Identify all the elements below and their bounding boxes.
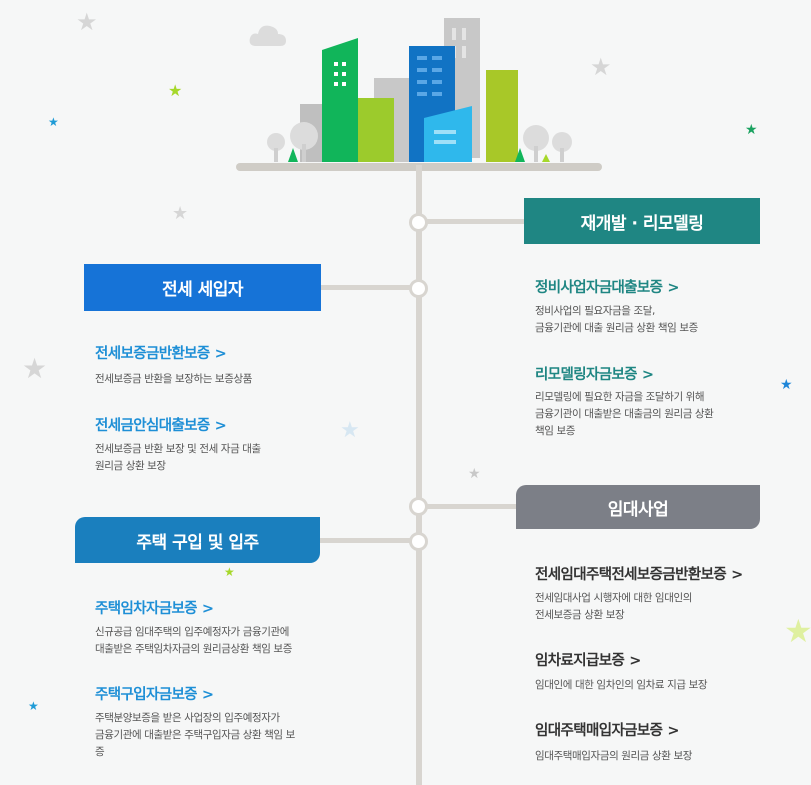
link-rental-housing-deposit-return[interactable]: 전세임대주택전세보증금반환보증> bbox=[535, 563, 743, 584]
star-icon: ★ bbox=[172, 203, 189, 224]
category-jeonse-tenant: 전세 세입자 bbox=[84, 264, 321, 311]
item-description: 임대인에 대한 임차인의 임차료 지급 보장 bbox=[535, 679, 708, 691]
chevron-right-icon: > bbox=[667, 280, 679, 296]
item-description: 신규공급 임대주택의 입주예정자가 금융기관에 대출받은 주택임차자금의 원리금… bbox=[95, 626, 292, 655]
star-icon: ★ bbox=[28, 699, 39, 713]
chevron-right-icon: > bbox=[201, 687, 214, 703]
star-icon: ★ bbox=[468, 466, 481, 482]
item-description: 리모델링에 필요한 자금을 조달하기 위해 금융기관이 대출받은 대출금의 원리… bbox=[535, 391, 714, 437]
star-icon: ★ bbox=[590, 53, 612, 81]
timeline-node bbox=[409, 497, 428, 516]
link-rental-housing-purchase-guarantee[interactable]: 임대주택매입자금보증> bbox=[535, 719, 680, 740]
timeline-node bbox=[409, 213, 428, 232]
link-redevelopment-loan-guarantee[interactable]: 정비사업자금대출보증> bbox=[535, 276, 680, 297]
category-house-purchase: 주택 구입 및 입주 bbox=[75, 517, 320, 563]
link-label: 정비사업자금대출보증 bbox=[535, 280, 663, 296]
link-label: 리모델링자금보증 bbox=[535, 367, 638, 383]
link-house-rent-loan-guarantee[interactable]: 주택임차자금보증> bbox=[95, 597, 214, 618]
star-icon: ★ bbox=[22, 352, 48, 385]
city-illustration bbox=[267, 18, 572, 162]
item-description: 전세보증금 반환을 보장하는 보증상품 bbox=[95, 373, 252, 385]
star-icon: ★ bbox=[168, 81, 183, 100]
star-icon: ★ bbox=[224, 565, 235, 579]
timeline-line bbox=[416, 165, 422, 785]
link-jeonse-deposit-return-guarantee[interactable]: 전세보증금반환보증> bbox=[95, 342, 227, 363]
link-label: 주택임차자금보증 bbox=[95, 601, 198, 617]
star-icon: ★ bbox=[784, 612, 811, 650]
link-label: 전세임대주택전세보증금반환보증 bbox=[535, 567, 727, 583]
star-icon: ★ bbox=[340, 418, 360, 443]
chevron-right-icon: > bbox=[629, 653, 641, 669]
star-icon: ★ bbox=[745, 122, 758, 138]
chevron-right-icon: > bbox=[731, 567, 743, 583]
item-description: 정비사업의 필요자금을 조달, 금융기관에 대출 원리금 상환 책임 보증 bbox=[535, 305, 698, 334]
link-label: 전세보증금반환보증 bbox=[95, 346, 210, 362]
link-remodeling-guarantee[interactable]: 리모델링자금보증> bbox=[535, 363, 654, 384]
timeline-branch bbox=[320, 285, 420, 290]
link-label: 임대주택매입자금보증 bbox=[535, 723, 663, 739]
chevron-right-icon: > bbox=[214, 346, 227, 362]
star-icon: ★ bbox=[780, 377, 793, 393]
link-label: 임차료지급보증 bbox=[535, 653, 625, 669]
link-rent-payment-guarantee[interactable]: 임차료지급보증> bbox=[535, 649, 641, 670]
item-description: 전세임대사업 시행자에 대한 임대인의 전세보증금 상환 보장 bbox=[535, 592, 692, 621]
timeline-node bbox=[409, 279, 428, 298]
timeline-node bbox=[409, 532, 428, 551]
chevron-right-icon: > bbox=[667, 723, 679, 739]
chevron-right-icon: > bbox=[201, 601, 214, 617]
timeline-branch bbox=[320, 538, 420, 543]
link-label: 주택구입자금보증 bbox=[95, 687, 198, 703]
category-rental-business: 임대사업 bbox=[516, 485, 760, 529]
chevron-right-icon: > bbox=[641, 367, 654, 383]
item-description: 전세보증금 반환 보장 및 전세 자금 대출 원리금 상환 보장 bbox=[95, 443, 261, 472]
chevron-right-icon: > bbox=[214, 418, 227, 434]
star-icon: ★ bbox=[76, 8, 98, 36]
star-icon: ★ bbox=[48, 115, 59, 129]
category-redevelopment: 재개발 · 리모델링 bbox=[524, 198, 760, 244]
link-house-purchase-loan-guarantee[interactable]: 주택구입자금보증> bbox=[95, 683, 214, 704]
item-description: 주택분양보증을 받은 사업장의 입주예정자가 금융기관에 대출받은 주택구입자금… bbox=[95, 712, 295, 758]
cloud-icon bbox=[249, 25, 286, 46]
link-label: 전세금안심대출보증 bbox=[95, 418, 210, 434]
link-jeonse-safe-loan-guarantee[interactable]: 전세금안심대출보증> bbox=[95, 414, 227, 435]
timeline-branch bbox=[419, 219, 525, 224]
timeline-branch bbox=[419, 504, 517, 509]
item-description: 임대주택매입자금의 원리금 상환 보장 bbox=[535, 750, 692, 762]
